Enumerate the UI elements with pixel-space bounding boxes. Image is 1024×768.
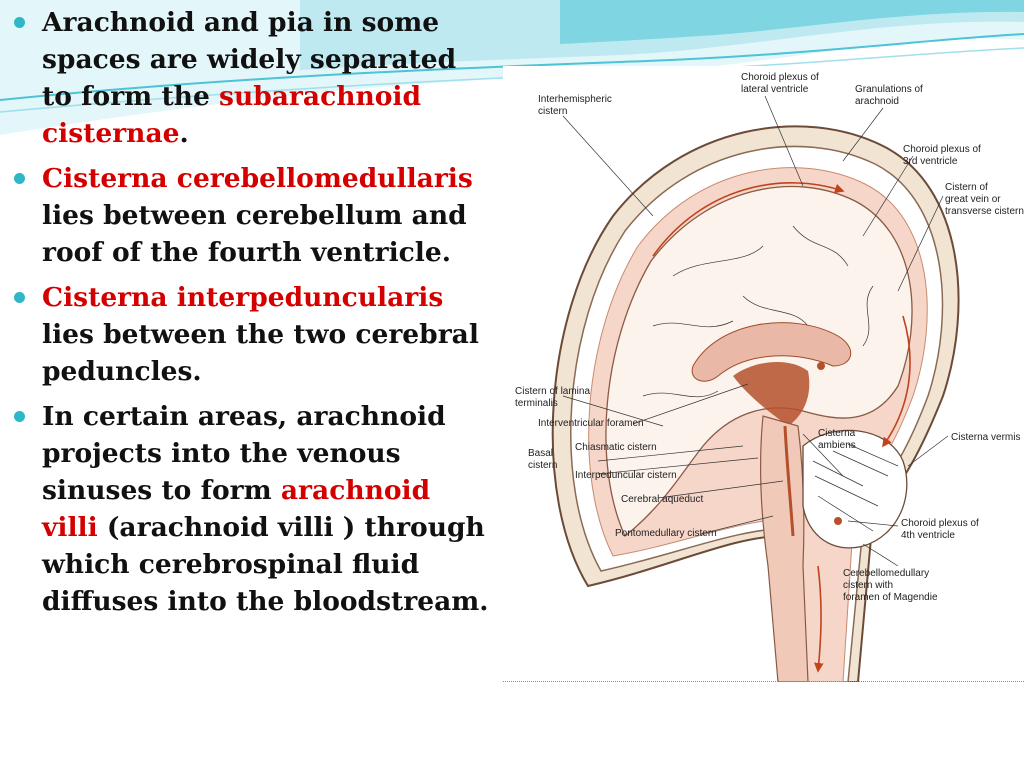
choroid-plexus-dot	[817, 362, 825, 370]
bullet-3-highlight: Cisterna interpeduncularis	[42, 282, 444, 313]
bullet-3-text: lies between the two cerebral peduncles.	[42, 319, 479, 387]
csf-flow-arrow	[882, 315, 911, 448]
label-cerebellomedullary: Cerebellomedullary	[843, 568, 929, 579]
bullet-1-highlight: subarachnoid cisternae	[42, 81, 422, 149]
label-cisterna-ambiens-2: ambiens	[818, 440, 856, 451]
bullet-cisterna-cerebellomedullaris: Cisterna cerebellomedullaris lies betwee…	[14, 160, 494, 271]
bullet-subarachnoid-cisternae: Arachnoid and pia in some spaces are wid…	[14, 4, 494, 152]
bullet-cisterna-interpeduncularis: Cisterna interpeduncularis lies between …	[14, 279, 494, 390]
choroid-plexus-dot	[834, 517, 842, 525]
leader-lines	[562, 95, 949, 567]
label-choroid-lateral: Choroid plexus of	[741, 72, 819, 83]
label-great-vein-3: transverse cistern	[945, 206, 1024, 217]
bullet-2-highlight: Cisterna cerebellomedullaris	[42, 163, 473, 194]
figure-bottom-rule	[503, 681, 1024, 682]
label-lamina-terminalis-2: terminalis	[515, 398, 558, 409]
label-great-vein-2: great vein or	[945, 194, 1001, 205]
label-chiasmatic-cistern: Chiasmatic cistern	[575, 442, 657, 453]
bullet-dot-icon	[14, 292, 25, 303]
bullet-4-highlight: arachnoid villi	[42, 475, 431, 543]
bullet-1-text-a: Arachnoid and pia in some spaces are wid…	[42, 7, 457, 112]
bullet-2-text: lies between cerebellum and roof of the …	[42, 200, 467, 268]
cerebral-aqueduct	[783, 425, 795, 537]
bullet-4-text-a: In certain areas, arachnoid projects int…	[42, 401, 446, 506]
cerebellum	[802, 429, 908, 549]
bullet-1-text-b: .	[179, 118, 189, 149]
brainstem	[759, 415, 809, 682]
label-lamina-terminalis: Cistern of lamina	[515, 386, 590, 397]
label-basal-cistern-2: cistern	[528, 460, 557, 471]
bullet-list: Arachnoid and pia in some spaces are wid…	[14, 4, 494, 628]
gyri-lines	[642, 225, 874, 398]
lateral-ventricle	[691, 322, 851, 382]
label-choroid-4th-2: 4th ventricle	[901, 530, 955, 541]
label-cerebellomedullary-3: foramen of Magendie	[843, 592, 938, 603]
bullet-dot-icon	[14, 173, 25, 184]
label-interventricular-foramen: Interventricular foramen	[538, 418, 644, 429]
label-cerebellomedullary-2: cistern with	[843, 580, 893, 591]
cerebellum-folia	[812, 443, 899, 532]
label-pontomedullary-cistern: Pontomedullary cistern	[615, 528, 717, 539]
label-cisterna-vermis: Cisterna vermis	[951, 432, 1020, 443]
label-choroid-lateral-2: lateral ventricle	[741, 84, 809, 95]
bullet-dot-icon	[14, 17, 25, 28]
bullet-arachnoid-villi: In certain areas, arachnoid projects int…	[14, 398, 494, 620]
label-cerebral-aqueduct: Cerebral aqueduct	[621, 494, 703, 505]
label-interhemispheric: Interhemispheric	[538, 94, 612, 105]
label-choroid-4th: Choroid plexus of	[901, 518, 979, 529]
cerebrum	[605, 185, 913, 538]
label-great-vein: Cistern of	[945, 182, 988, 193]
label-granulations-2: arachnoid	[855, 96, 899, 107]
csf-flow-arrow	[814, 565, 824, 673]
bullet-dot-icon	[14, 411, 25, 422]
brain-cisterns-diagram: Choroid plexus of lateral ventricle Gran…	[503, 66, 1024, 682]
label-cisterna-ambiens: Cisterna	[818, 428, 856, 439]
label-interhemispheric-2: cistern	[538, 106, 567, 117]
label-basal-cistern: Basal	[528, 448, 553, 459]
bullet-4-text-b: (arachnoid villi ) through which cerebro…	[42, 512, 489, 617]
third-ventricle	[733, 361, 810, 426]
label-interpeduncular-cistern: Interpeduncular cistern	[575, 470, 677, 481]
label-choroid-3rd: Choroid plexus of	[903, 144, 981, 155]
label-granulations: Granulations of	[855, 84, 923, 95]
label-choroid-3rd-2: 3rd ventricle	[903, 156, 958, 167]
csf-flow-arrow	[652, 182, 845, 257]
